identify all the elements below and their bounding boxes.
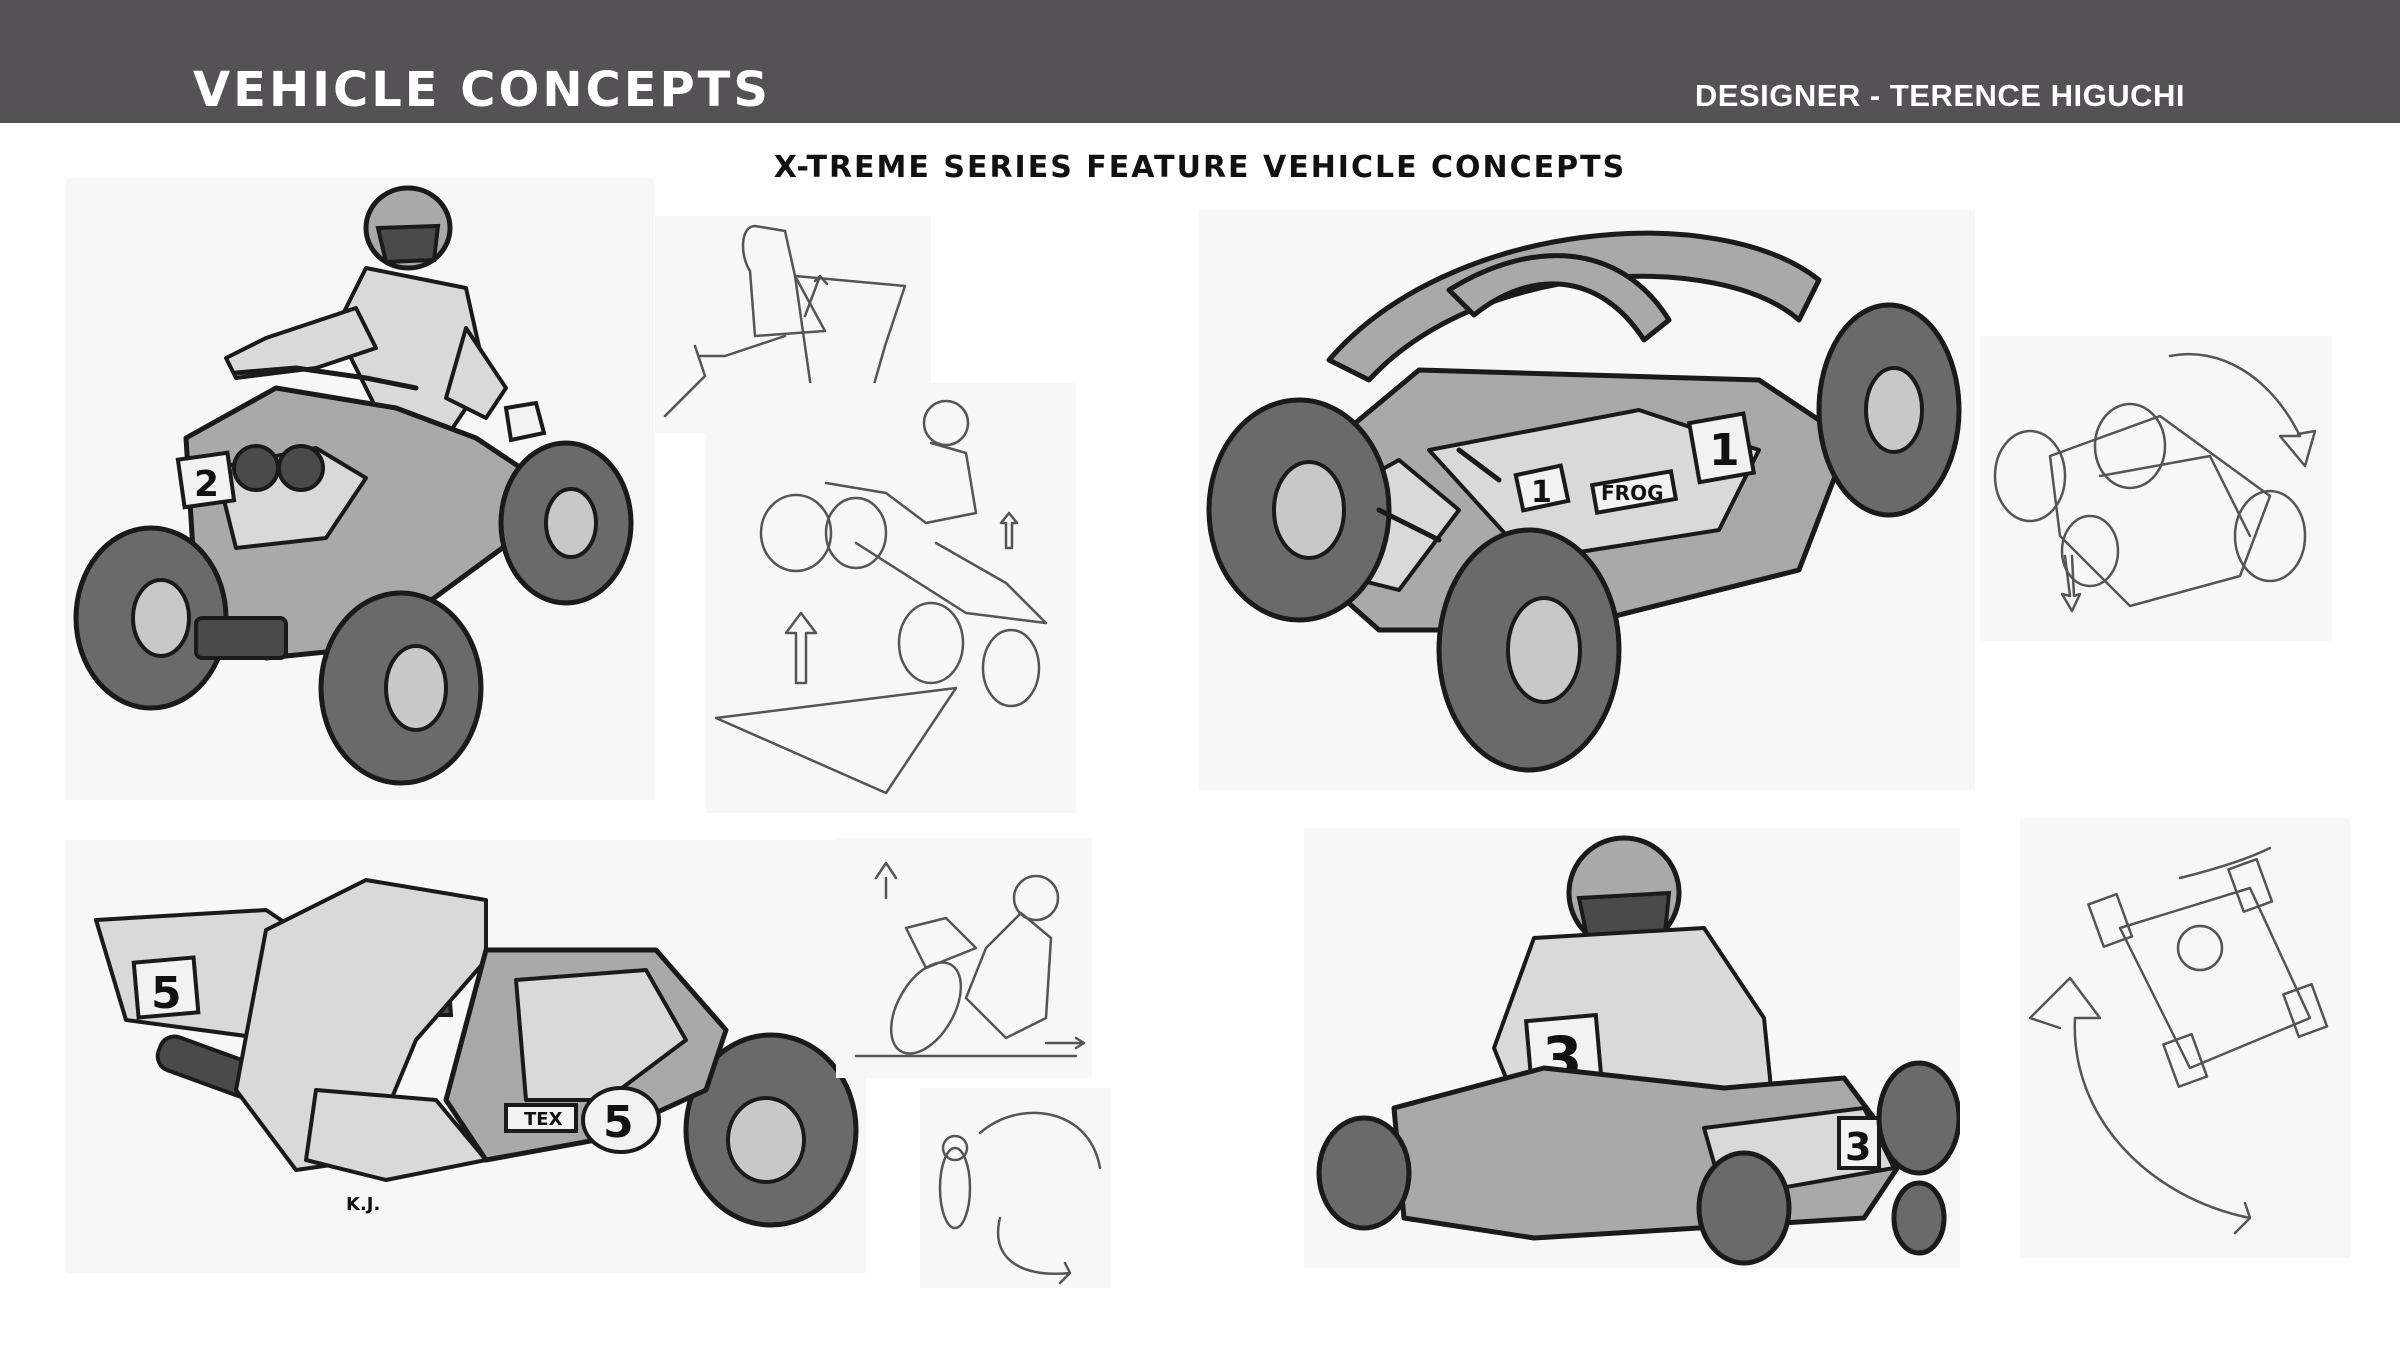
atv-number: 2 [194,464,219,505]
kart-illustration: 3 3 [1304,828,1960,1268]
svg-text:3: 3 [1845,1125,1871,1169]
designer-credit: DESIGNER - TERENCE HIGUCHI [1694,78,2185,113]
buggy-flip-sketch [1980,336,2332,641]
motorcycle-illustration: 5 5 TEX K.J. [66,840,866,1273]
buggy-label: FROG [1601,481,1663,505]
rider-initials: K.J. [346,1194,380,1215]
svg-text:5: 5 [603,1097,634,1148]
motorcycle-number: 5 [151,968,182,1019]
buggy-illustration: 1 1 FROG [1199,210,1975,790]
atv-illustration: 2 [66,178,654,800]
motorcycle-turn-sketch [920,1088,1110,1288]
atv-jump-sketch [706,383,1076,813]
header-bar: VEHICLE CONCEPTS DESIGNER - TERENCE HIGU… [0,0,2400,123]
buggy-number: 1 [1531,475,1552,510]
page-title: VEHICLE CONCEPTS [193,62,771,118]
motorcycle-sponsor: TEX [524,1109,563,1130]
section-title: X-TREME SERIES FEATURE VEHICLE CONCEPTS [773,150,1627,185]
kart-spin-sketch [2020,818,2350,1258]
motorcycle-lean-sketch [836,838,1092,1078]
svg-text:1: 1 [1709,425,1740,476]
